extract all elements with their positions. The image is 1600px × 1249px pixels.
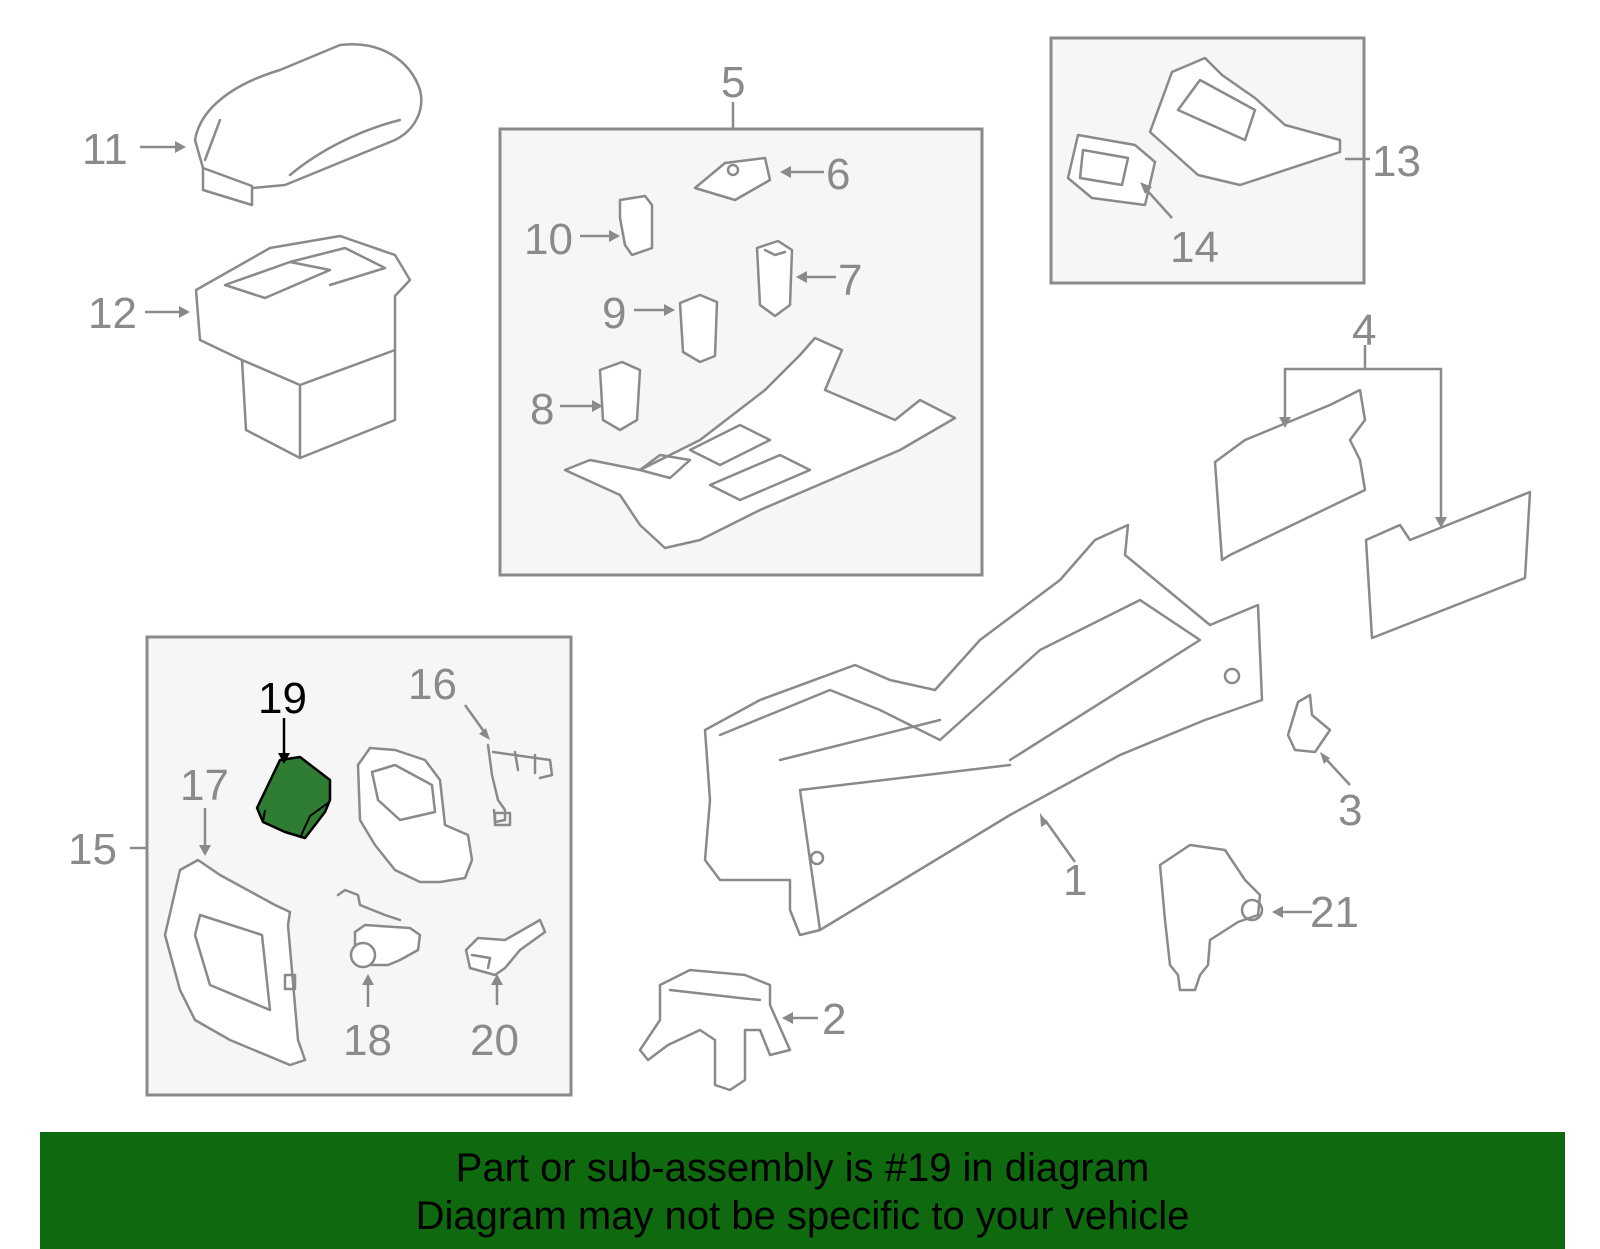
callout-20[interactable]: 20: [470, 1016, 519, 1065]
callout-19[interactable]: 19: [258, 674, 307, 723]
callout-12[interactable]: 12: [88, 289, 137, 338]
callout-13[interactable]: 13: [1372, 137, 1421, 186]
callout-18[interactable]: 18: [343, 1016, 392, 1065]
callout-14[interactable]: 14: [1170, 223, 1219, 272]
part-17-bezel[interactable]: [163, 858, 307, 1067]
info-banner: Part or sub-assembly is #19 in diagram D…: [40, 1132, 1565, 1249]
part-19-module-highlighted[interactable]: [255, 755, 332, 840]
part-14-switch-panel[interactable]: [1066, 133, 1157, 207]
part-9[interactable]: [678, 293, 719, 364]
part-2-bracket[interactable]: [638, 968, 792, 1092]
banner-line-2: Diagram may not be specific to your vehi…: [415, 1194, 1190, 1238]
callout-21[interactable]: 21: [1310, 888, 1359, 937]
callout-17[interactable]: 17: [180, 761, 229, 810]
part-13-trim-panel[interactable]: [1148, 56, 1342, 187]
callout-7[interactable]: 7: [838, 256, 862, 305]
part-20-switch[interactable]: [464, 918, 547, 977]
part-5-shifter-bezel[interactable]: [563, 336, 957, 550]
part-7[interactable]: [755, 239, 794, 318]
callout-15[interactable]: 15: [68, 825, 117, 874]
callout-9[interactable]: 9: [602, 289, 626, 338]
part-1-floor-console[interactable]: [703, 523, 1264, 937]
part-16-harness[interactable]: [486, 743, 554, 827]
callout-10[interactable]: 10: [524, 215, 573, 264]
part-12-console-box[interactable]: [194, 234, 412, 460]
callout-2[interactable]: 2: [822, 995, 846, 1044]
callout-8[interactable]: 8: [530, 385, 554, 434]
callout-3[interactable]: 3: [1338, 786, 1362, 835]
part-8[interactable]: [598, 360, 642, 432]
part-10[interactable]: [618, 194, 654, 257]
part-15-trim-panel[interactable]: [356, 746, 474, 884]
part-18-socket[interactable]: [336, 888, 422, 969]
callout-6[interactable]: 6: [826, 150, 850, 199]
banner-line-1: Part or sub-assembly is #19 in diagram: [455, 1146, 1150, 1190]
part-3-plug[interactable]: [1286, 693, 1332, 754]
part-4-side-panels[interactable]: [1213, 388, 1532, 640]
part-21-shift-knob[interactable]: [1158, 843, 1264, 992]
callout-11[interactable]: 11: [82, 125, 128, 174]
callout-16[interactable]: 16: [408, 660, 457, 709]
part-11-armrest-lid[interactable]: [193, 42, 423, 207]
callout-5[interactable]: 5: [721, 58, 745, 107]
callout-4[interactable]: 4: [1352, 306, 1376, 355]
part-6[interactable]: [693, 156, 772, 202]
callout-1[interactable]: 1: [1063, 856, 1087, 905]
